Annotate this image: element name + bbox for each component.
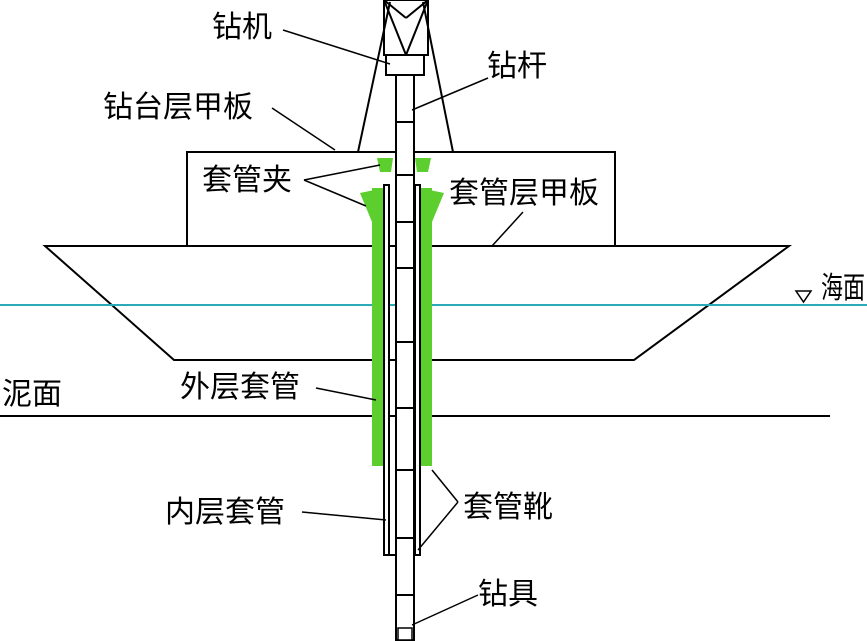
drill-pipe: [395, 74, 415, 641]
leader-lines: [271, 29, 524, 626]
label-casing-clamp: 套管夹: [202, 163, 292, 198]
sea-level-marker-icon: [794, 290, 813, 304]
label-sea-surface: 海面: [821, 271, 865, 306]
label-drill-floor-deck: 钻台层甲板: [103, 90, 253, 125]
label-outer-casing: 外层套管: [180, 370, 300, 405]
outer-casing: [372, 188, 432, 466]
label-casing-shoe: 套管靴: [463, 490, 553, 525]
label-drill-rig: 钻机: [212, 10, 272, 45]
label-drilling-tool: 钻具: [478, 577, 538, 612]
casing-clamps: [360, 158, 444, 222]
label-drill-pipe: 钻杆: [487, 49, 547, 84]
label-inner-casing: 内层套管: [165, 495, 285, 530]
label-casing-deck: 套管层甲板: [449, 176, 599, 211]
platform-hull: [42, 245, 793, 361]
label-mudline: 泥面: [2, 377, 62, 412]
drill-rig-derrick: [357, 0, 454, 153]
